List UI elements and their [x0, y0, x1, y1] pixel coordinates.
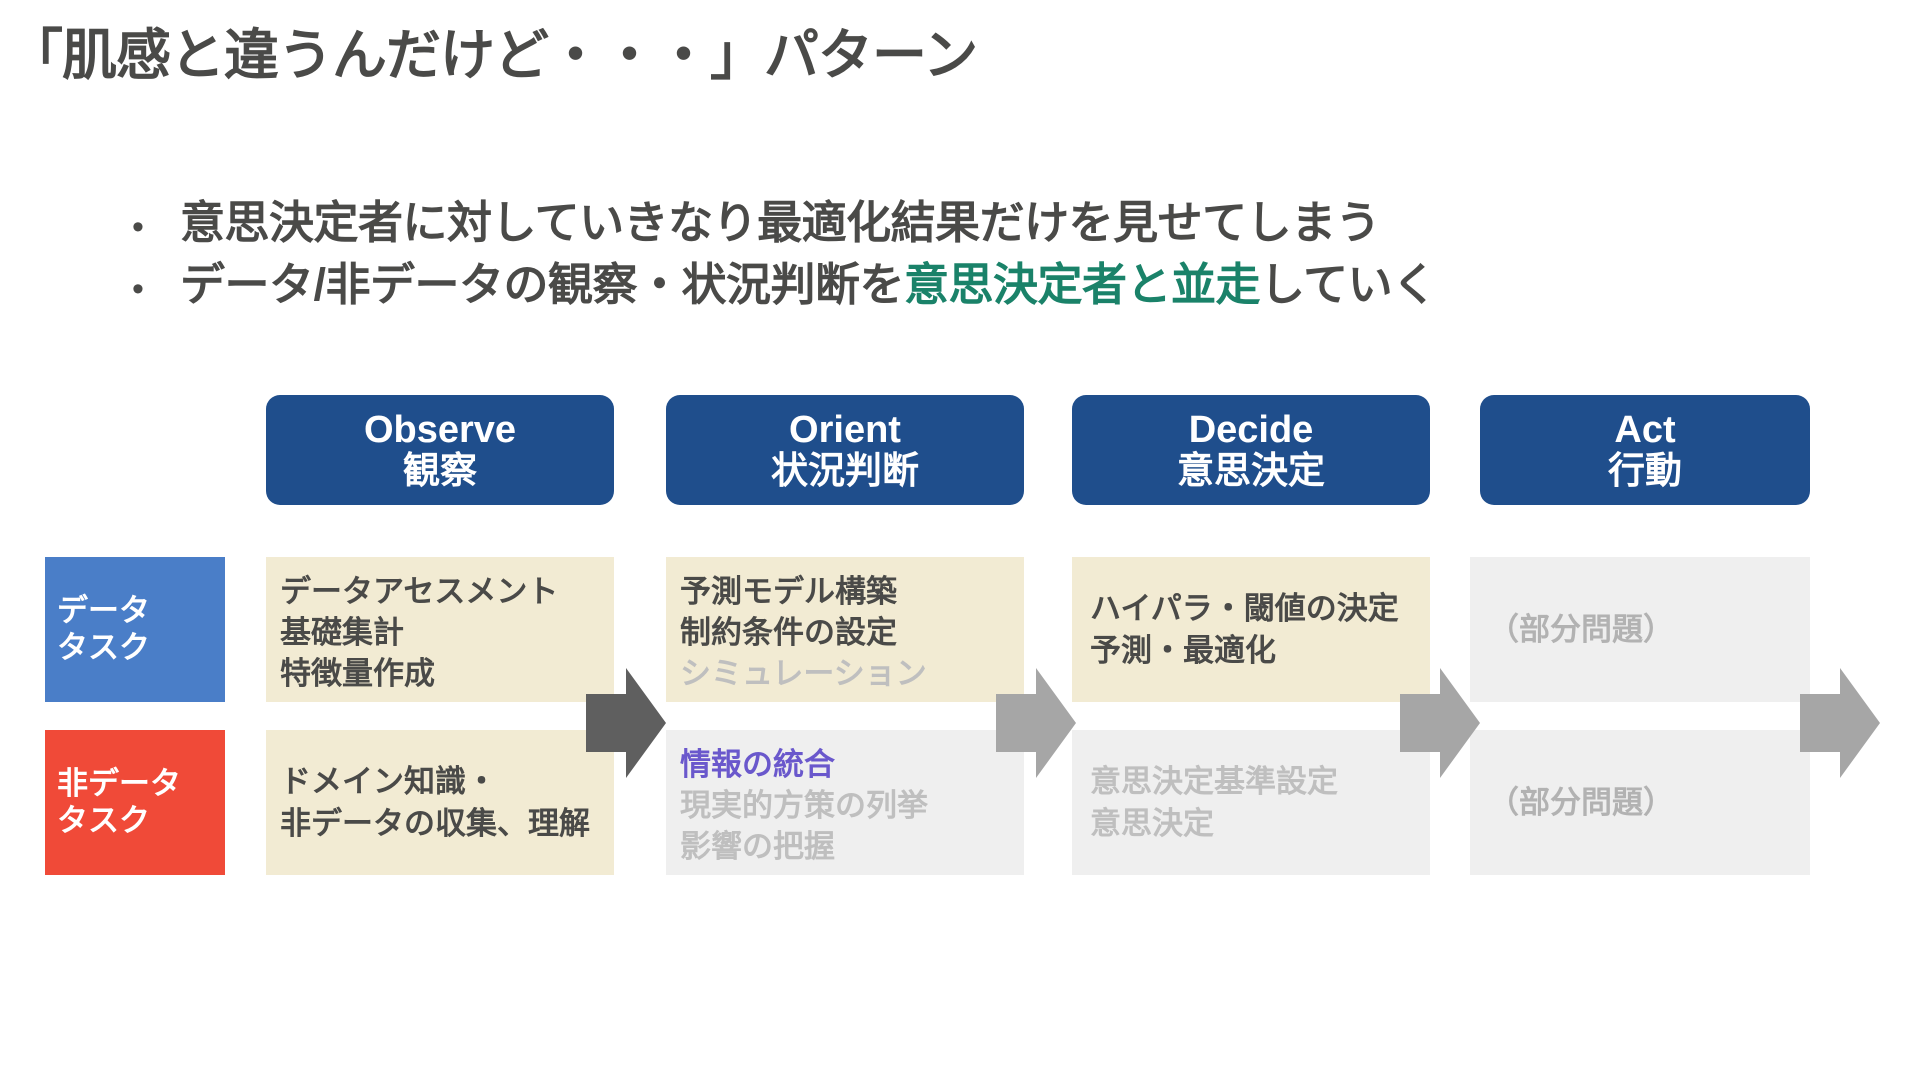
bullet-text-2-highlight: 意思決定者と並走: [904, 259, 1261, 310]
cell-data-decide[interactable]: ハイパラ・閾値の決定 予測・最適化: [1072, 557, 1430, 702]
cell-line-plain: （部分問題）: [1488, 784, 1674, 820]
phase-label-ja: 状況判断: [771, 449, 919, 491]
row-label-non-data-task: 非データ タスク: [45, 730, 225, 875]
cell-nondata-act[interactable]: （部分問題）: [1470, 730, 1810, 875]
phase-label-en: Observe: [363, 409, 517, 452]
page-title: 「肌感と違うんだけど・・・」パターン: [8, 24, 978, 86]
phase-header-orient[interactable]: Orient 状況判断: [666, 395, 1024, 505]
bullet-item-2: • データ/非データの観察・状況判断を意思決定者と並走していく: [132, 248, 1832, 310]
cell-line: ハイパラ・閾値の決定: [1090, 591, 1399, 627]
cell-line: 予測モデル構築: [680, 574, 897, 609]
cell-data-act[interactable]: （部分問題）: [1470, 557, 1810, 702]
cell-data-orient[interactable]: 予測モデル構築 制約条件の設定 シミュレーション: [666, 557, 1024, 702]
arrow-act-onward-icon: [1800, 668, 1880, 778]
arrow-orient-to-decide-icon: [996, 668, 1076, 778]
cell-nondata-observe[interactable]: ドメイン知識・ 非データの収集、理解: [266, 730, 614, 875]
cell-line: データアセスメント: [280, 574, 559, 609]
cell-line-muted: 意思決定基準設定: [1090, 764, 1338, 800]
cell-line-purple: 情報の統合: [680, 747, 835, 782]
row-label-line-1: データ: [57, 592, 150, 628]
cell-nondata-decide[interactable]: 意思決定基準設定 意思決定: [1072, 730, 1430, 875]
row-label-data-task: データ タスク: [45, 557, 225, 702]
row-label-line-2: タスク: [57, 629, 150, 665]
bullet-text-2-pre: データ/非データの観察・状況判断を: [180, 259, 905, 310]
cell-data-observe[interactable]: データアセスメント 基礎集計 特徴量作成: [266, 557, 614, 702]
phase-header-decide[interactable]: Decide 意思決定: [1072, 395, 1430, 505]
cell-line-muted: 現実的方策の列挙: [680, 788, 928, 824]
phase-header-observe[interactable]: Observe 観察: [266, 395, 614, 505]
phase-header-act[interactable]: Act 行動: [1480, 395, 1810, 505]
cell-line-muted: 影響の把握: [680, 829, 835, 865]
phase-label-ja: 行動: [1608, 449, 1682, 491]
cell-line: 非データの収集、理解: [280, 805, 590, 841]
cell-line: 基礎集計: [280, 615, 404, 651]
cell-line-plain: （部分問題）: [1488, 611, 1674, 647]
cell-line-muted: シミュレーション: [680, 656, 927, 692]
cell-nondata-orient[interactable]: 情報の統合 現実的方策の列挙 影響の把握: [666, 730, 1024, 875]
cell-line: 予測・最適化: [1090, 632, 1276, 668]
bullet-marker-icon: •: [132, 208, 144, 246]
bullet-list: • 意思決定者に対していきなり最適化結果だけを見せてしまう • データ/非データ…: [132, 186, 1832, 310]
bullet-text-2-post: していく: [1260, 259, 1437, 310]
phase-label-en: Decide: [1188, 409, 1314, 452]
cell-line: 特徴量作成: [280, 656, 435, 692]
phase-label-en: Act: [1614, 409, 1676, 452]
bullet-item-1: • 意思決定者に対していきなり最適化結果だけを見せてしまう: [132, 186, 1832, 248]
cell-line-muted: 意思決定: [1090, 805, 1214, 841]
phase-label-en: Orient: [789, 409, 901, 452]
bullet-text-1: 意思決定者に対していきなり最適化結果だけを見せてしまう: [180, 197, 1381, 248]
phase-label-ja: 意思決定: [1177, 449, 1325, 491]
bullet-marker-icon: •: [132, 270, 144, 308]
cell-line: ドメイン知識・: [280, 764, 497, 800]
row-label-line-1: 非データ: [57, 765, 181, 801]
row-label-line-2: タスク: [57, 802, 150, 838]
cell-line: 制約条件の設定: [680, 615, 897, 651]
phase-label-ja: 観察: [403, 449, 477, 491]
arrow-observe-to-orient-icon: [586, 668, 666, 778]
arrow-decide-to-act-icon: [1400, 668, 1480, 778]
